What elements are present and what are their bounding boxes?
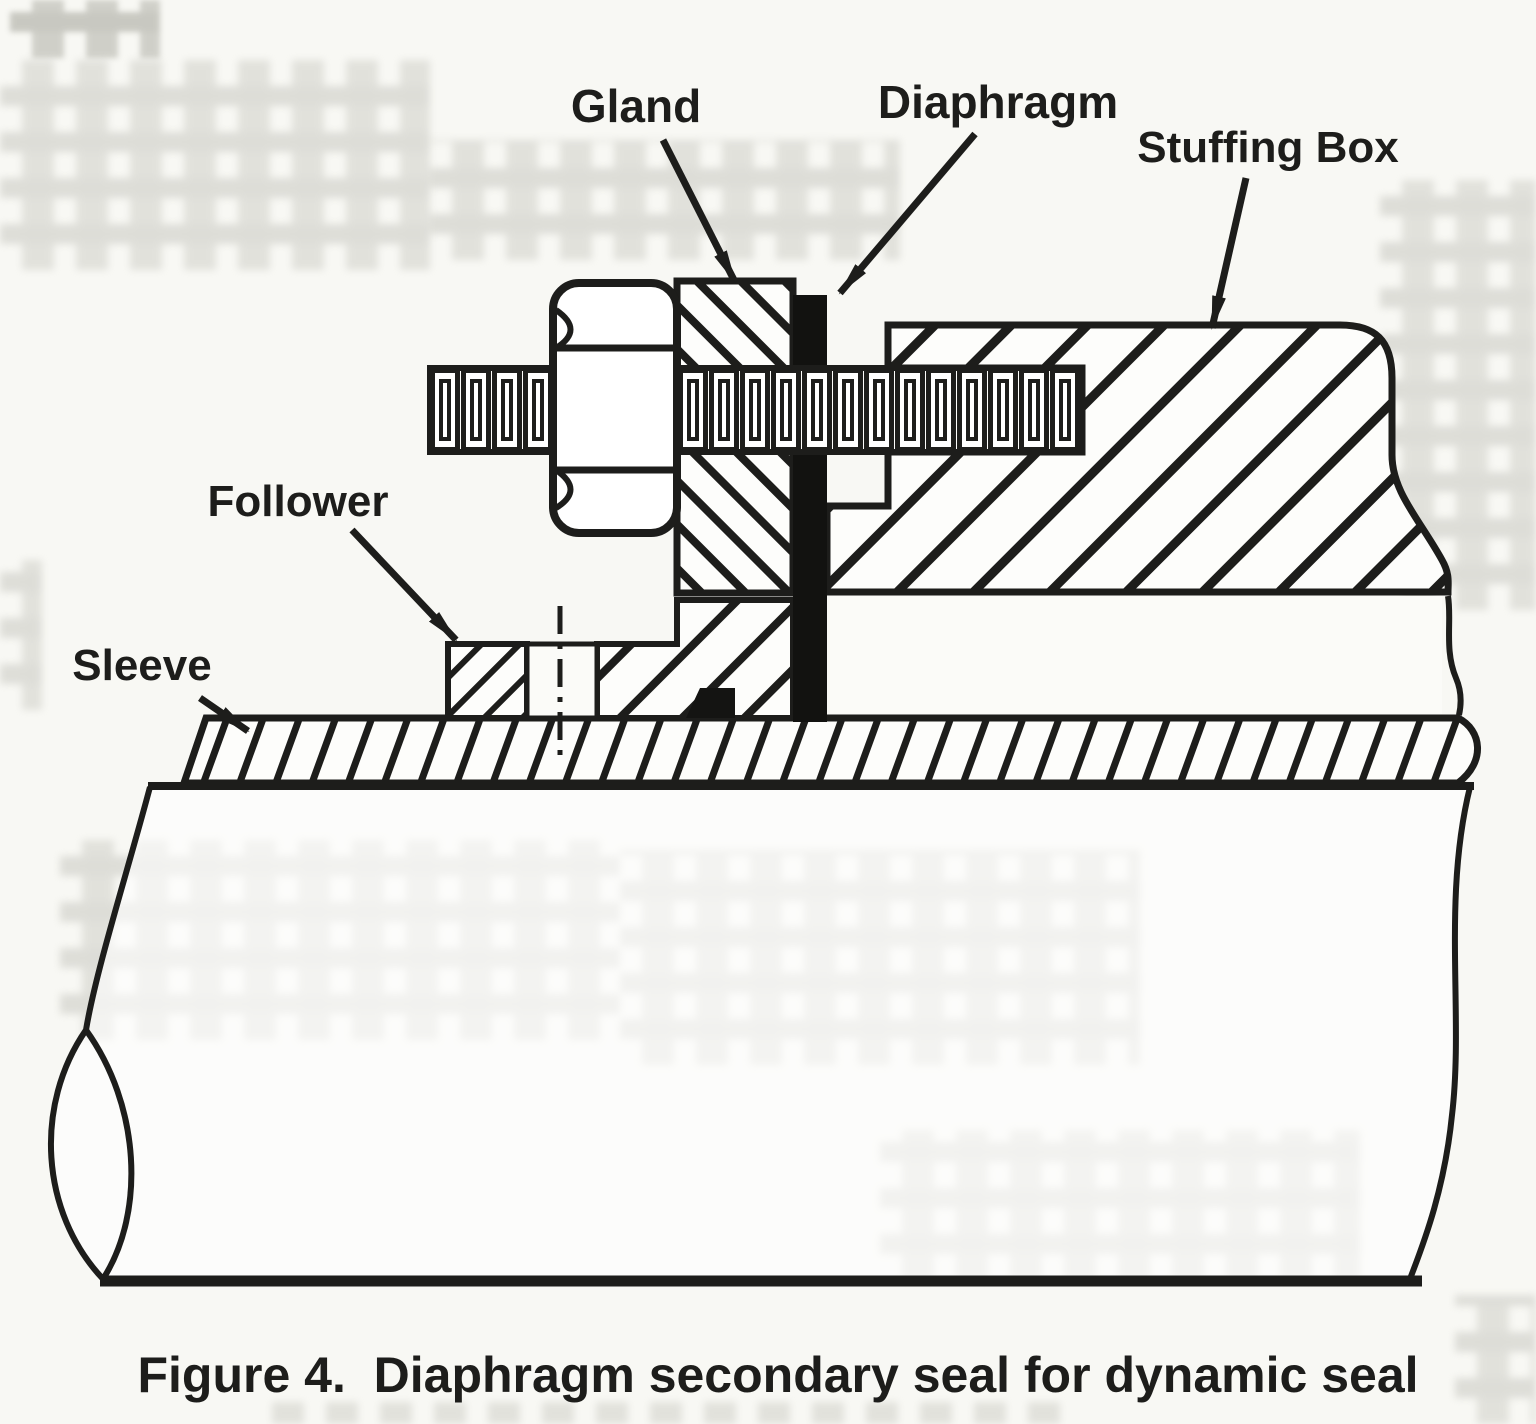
nut-chamfer-lower	[554, 467, 574, 511]
leader-lines	[198, 131, 1250, 734]
shaft-body	[50, 787, 1471, 1279]
sleeve-leader-line	[198, 695, 250, 734]
follower	[445, 597, 796, 762]
shaft-left-break-lens	[83, 1028, 135, 1281]
bore-right-break-line	[1445, 595, 1464, 716]
hex-nut	[549, 279, 681, 537]
stuffing-box-label: Stuffing Box	[1137, 123, 1399, 172]
gland-leader-line	[659, 138, 739, 284]
diaphragm-leader-line	[837, 131, 978, 296]
sleeve-label: Sleeve	[72, 641, 211, 690]
gland-stud-threads	[427, 365, 1085, 455]
stuffing-box-part	[823, 321, 1452, 596]
diaphragm-label: Diaphragm	[878, 76, 1118, 128]
stuffing-box-leader-line	[1208, 177, 1250, 330]
follower-label: Follower	[208, 477, 389, 526]
follower-leader-line	[349, 527, 459, 643]
follower-left-block	[445, 641, 530, 721]
diaphragm-part	[793, 295, 827, 722]
gland-label: Gland	[571, 80, 701, 132]
shaft-right-break-line	[1407, 786, 1473, 1281]
nut-chamfer-upper	[554, 307, 574, 351]
stuffing-box-bore	[830, 595, 1464, 716]
packing-wedge	[686, 688, 735, 718]
shaft	[47, 782, 1474, 1287]
figure-caption: Figure 4. Diaphragm secondary seal for d…	[137, 1347, 1418, 1403]
sleeve-part	[179, 714, 1481, 787]
